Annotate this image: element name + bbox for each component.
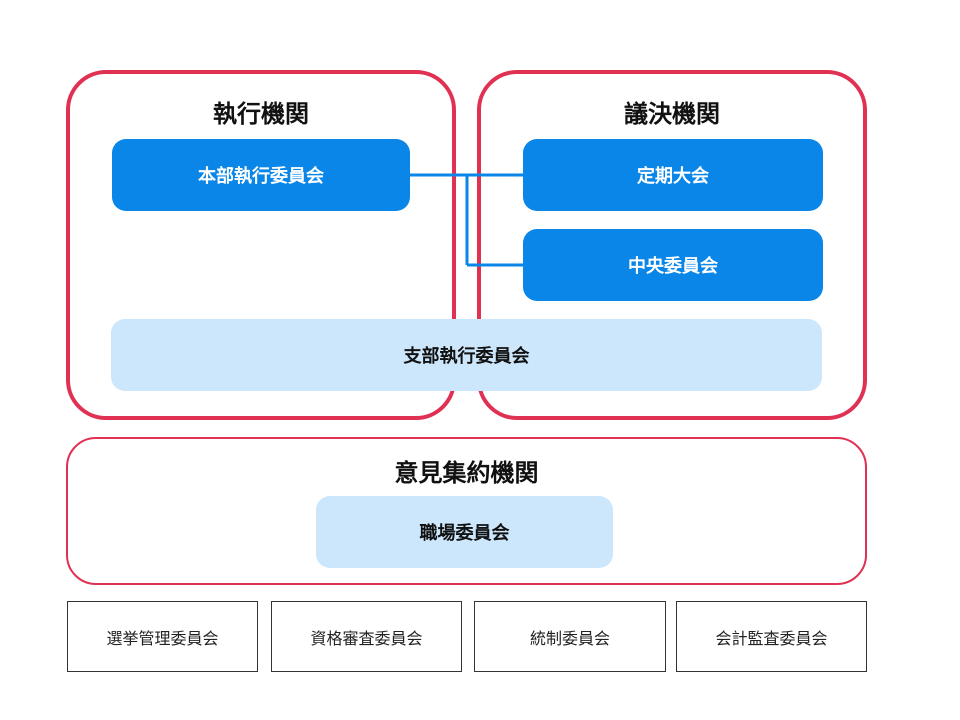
credentials-committee: 資格審査委員会 — [271, 601, 462, 672]
central-committee: 中央委員会 — [523, 229, 823, 301]
executive-organ-title: 執行機関 — [213, 100, 309, 128]
discipline-committee: 統制委員会 — [474, 601, 666, 672]
branch-executive-committee: 支部執行委員会 — [111, 319, 822, 391]
hq-executive-committee: 本部執行委員会 — [112, 139, 410, 211]
legislative-organ-title: 議決機関 — [624, 100, 720, 128]
election-management-committee: 選挙管理委員会 — [67, 601, 258, 672]
regular-convention: 定期大会 — [523, 139, 823, 211]
opinion-organ-title: 意見集約機関 — [394, 459, 539, 487]
audit-committee: 会計監査委員会 — [676, 601, 867, 672]
workplace-committee: 職場委員会 — [316, 496, 613, 568]
